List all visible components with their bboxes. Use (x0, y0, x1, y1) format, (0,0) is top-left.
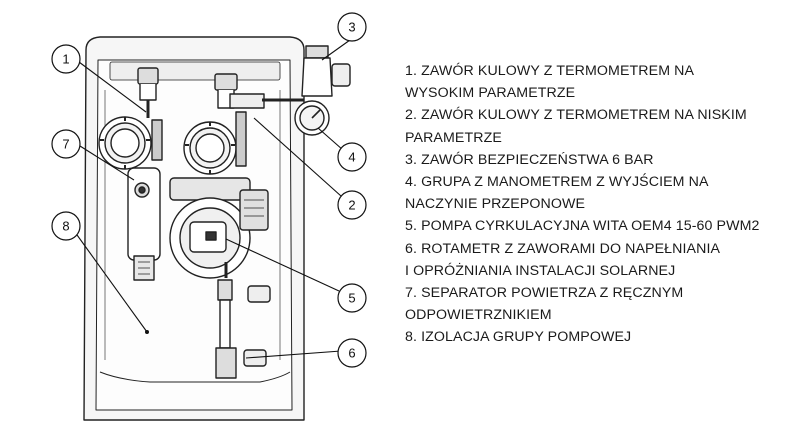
callout-1: 1 (51, 44, 81, 74)
flow-meter (215, 262, 271, 379)
legend-item-6-line1: 6. ROTAMETR Z ZAWORAMI DO NAPEŁNIANIA (405, 240, 721, 257)
callout-3-number: 3 (348, 20, 355, 35)
callout-6-number: 6 (348, 346, 355, 361)
legend-item-4-line1: 4. GRUPA Z MANOMETREM Z WYJŚCIEM NA (405, 174, 709, 191)
legend-item-1-line2: WYSOKIM PARAMETRZE (405, 85, 576, 102)
callout-4: 4 (337, 142, 367, 172)
callout-6: 6 (337, 338, 367, 368)
callout-2-number: 2 (348, 198, 355, 213)
callout-2: 2 (337, 190, 367, 220)
callout-8: 8 (51, 211, 81, 241)
legend-item-1-line1: 1. ZAWÓR KULOWY Z TERMOMETREM NA (405, 63, 695, 79)
callout-1-number: 1 (62, 52, 69, 67)
legend-item-3-line1: 3. ZAWÓR BEZPIECZEŃSTWA 6 BAR (405, 151, 654, 168)
callout-5-number: 5 (348, 291, 355, 306)
callout-3: 3 (337, 12, 367, 42)
callout-5: 5 (337, 283, 367, 313)
legend-item-7-line1: 7. SEPARATOR POWIETRZA Z RĘCZNYM (405, 285, 684, 302)
legend-item-8-line1: 8. IZOLACJA GRUPY POMPOWEJ (405, 329, 632, 346)
pressure-gauge (294, 100, 330, 136)
callout-4-number: 4 (348, 150, 355, 165)
pump-group-drawing: 1 2 3 4 5 6 7 8 (51, 12, 367, 421)
legend-item-6-line2: I OPRÓŻNIANIA INSTALACJI SOLARNEJ (405, 262, 676, 279)
callout-7: 7 (51, 129, 81, 159)
circulation-pump (169, 177, 269, 279)
hot-side-ball-valve (98, 67, 163, 170)
callout-8-number: 8 (62, 219, 69, 234)
component-legend: 1. ZAWÓR KULOWY Z TERMOMETREM NA WYSOKIM… (405, 60, 795, 349)
legend-item-4-line2: NACZYNIE PRZEPONOWE (405, 196, 586, 213)
legend-item-5-line1: 5. POMPA CYRKULACYJNA WITA OEM4 15-60 PW… (405, 218, 760, 235)
legend-item-2-line2: PARAMETRZE (405, 129, 502, 146)
legend-item-7-line2: ODPOWIETRZNIKIEM (405, 307, 552, 324)
air-separator (127, 167, 161, 281)
legend-item-2-line1: 2. ZAWÓR KULOWY Z TERMOMETREM NA NISKIM (405, 107, 747, 124)
safety-valve (262, 45, 351, 102)
callout-7-number: 7 (62, 137, 69, 152)
